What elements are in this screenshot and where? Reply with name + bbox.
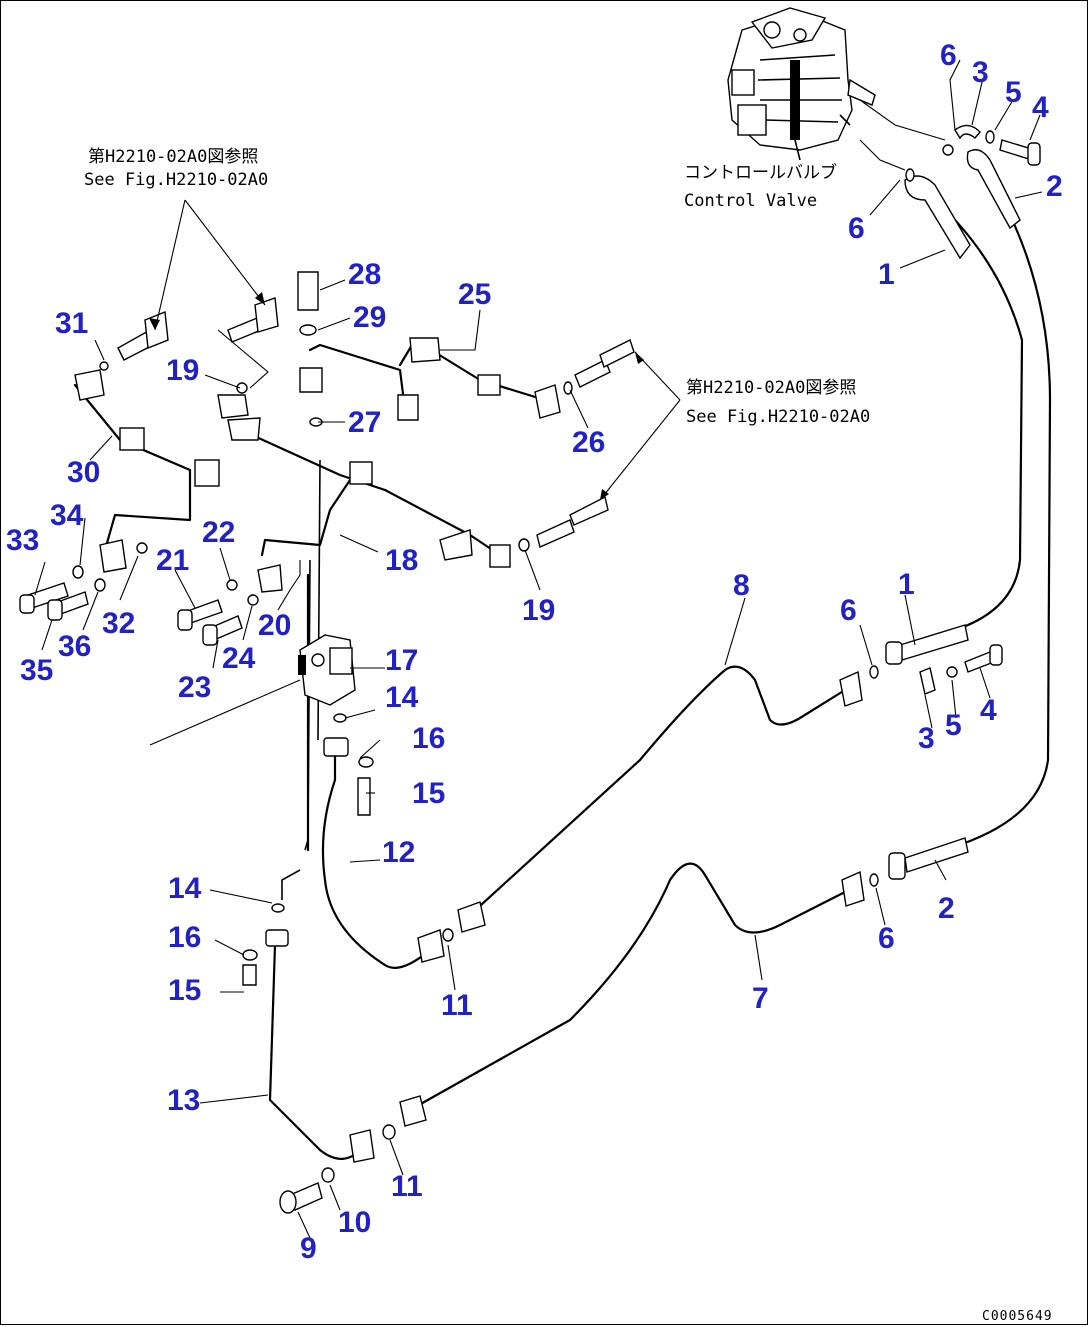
callout-15: 15 xyxy=(412,777,445,810)
reference-note-en-top-left: See Fig.H2210-02A0 xyxy=(84,170,268,190)
callout-5: 5 xyxy=(945,709,962,742)
callout-21: 21 xyxy=(156,544,189,577)
callout-16: 16 xyxy=(412,722,445,755)
callout-20: 20 xyxy=(258,609,291,642)
callout-2: 2 xyxy=(1046,170,1063,203)
callout-16: 16 xyxy=(168,921,201,954)
control-valve-label-en: Control Valve xyxy=(684,191,817,211)
pipe-25 xyxy=(308,338,547,412)
pipe-30 xyxy=(73,383,192,552)
reference-note-jp-mid-right: 第H2210-02A0図参照 xyxy=(686,378,856,398)
callout-11: 11 xyxy=(391,1170,423,1203)
pipe-12 xyxy=(321,743,432,969)
callout-1: 1 xyxy=(898,568,915,601)
pipe-8 xyxy=(468,665,847,917)
callout-18: 18 xyxy=(385,544,418,577)
callout-1: 1 xyxy=(878,258,895,291)
callout-8: 8 xyxy=(733,569,750,602)
callout-30: 30 xyxy=(67,456,100,489)
pipe-2 xyxy=(948,213,1052,850)
pipe-1 xyxy=(933,198,1024,632)
callout-23: 23 xyxy=(178,671,211,704)
callout-9: 9 xyxy=(300,1232,317,1265)
control-valve xyxy=(727,7,876,161)
callout-7: 7 xyxy=(752,982,769,1015)
callout-6: 6 xyxy=(840,594,857,627)
callout-17: 17 xyxy=(385,644,418,677)
pipe-13 xyxy=(268,943,367,1160)
reference-note-jp-top-left: 第H2210-02A0図参照 xyxy=(88,147,258,167)
callout-19: 19 xyxy=(166,354,199,387)
callout-11: 11 xyxy=(441,989,473,1022)
callout-34: 34 xyxy=(50,499,84,532)
pipe-18 xyxy=(228,423,502,557)
callout-5: 5 xyxy=(1005,76,1022,109)
callout-25: 25 xyxy=(458,278,491,311)
callout-31: 31 xyxy=(55,307,88,340)
callout-15: 15 xyxy=(168,974,201,1007)
control-valve-label-jp: コントロールバルブ xyxy=(684,162,837,183)
callout-33: 33 xyxy=(6,524,39,557)
callout-26: 26 xyxy=(572,426,605,459)
callout-14: 14 xyxy=(168,872,202,905)
callout-3: 3 xyxy=(918,722,935,755)
callout-14: 14 xyxy=(385,681,419,714)
callout-10: 10 xyxy=(338,1206,371,1239)
callout-32: 32 xyxy=(102,607,135,640)
callout-4: 4 xyxy=(1032,91,1049,124)
callout-4: 4 xyxy=(980,694,997,727)
reference-note-en-mid-right: See Fig.H2210-02A0 xyxy=(686,407,870,427)
callout-29: 29 xyxy=(353,301,386,334)
callout-6: 6 xyxy=(940,39,957,72)
callout-22: 22 xyxy=(202,516,235,549)
callout-12: 12 xyxy=(382,836,415,869)
callout-27: 27 xyxy=(348,406,381,439)
callout-28: 28 xyxy=(348,258,381,291)
drawing-code: C0005649 xyxy=(982,1309,1053,1324)
callout-2: 2 xyxy=(938,892,955,925)
callout-6: 6 xyxy=(878,922,895,955)
callout-24: 24 xyxy=(222,642,256,675)
valve-17 xyxy=(298,634,356,706)
pipe-7 xyxy=(408,862,847,1112)
callout-6: 6 xyxy=(848,212,865,245)
callout-19: 19 xyxy=(522,594,555,627)
callout-13: 13 xyxy=(167,1084,200,1117)
callout-3: 3 xyxy=(972,56,989,89)
callout-36: 36 xyxy=(58,630,91,663)
callout-35: 35 xyxy=(20,654,53,687)
